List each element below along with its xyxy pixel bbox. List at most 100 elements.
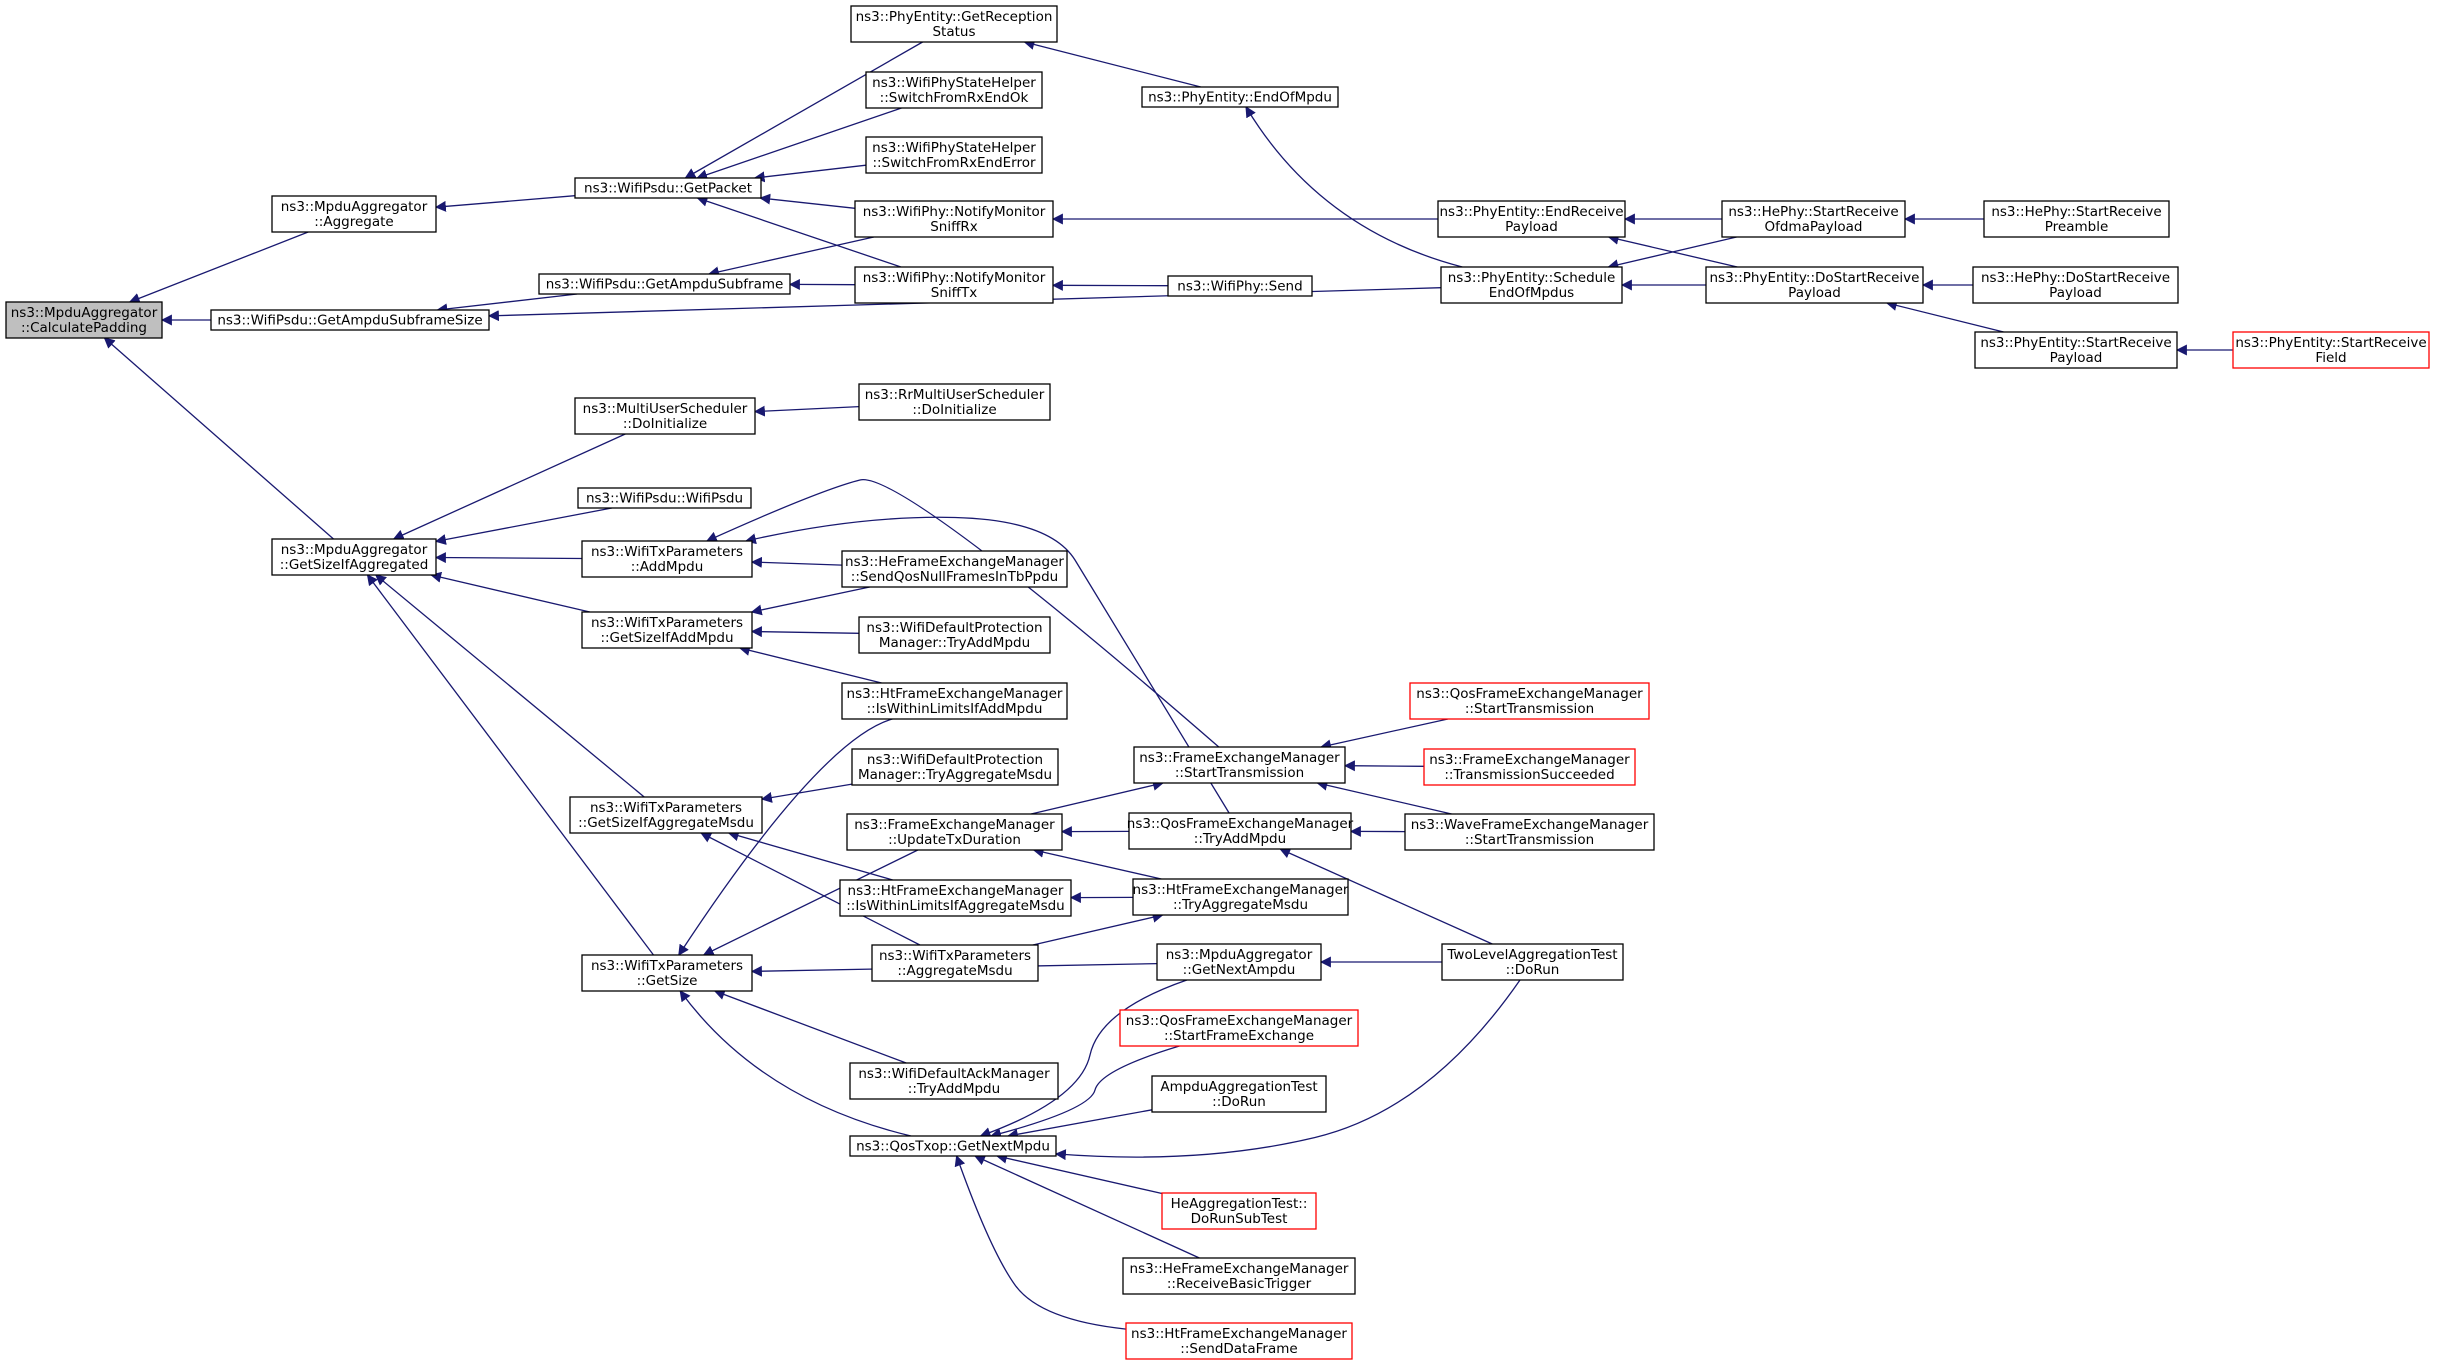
node-mu-do-init[interactable]: ns3::MultiUserScheduler::DoInitialize <box>574 397 756 435</box>
node-aggregate[interactable]: ns3::MpduAggregator::Aggregate <box>271 195 437 233</box>
node-wifi-send[interactable]: ns3::WifiPhy::Send <box>1167 275 1313 297</box>
node-box <box>854 200 1054 238</box>
node-qos-start-f-e[interactable]: ns3::QosFrameExchangeManager::StartFrame… <box>1119 1009 1359 1047</box>
node-box <box>839 879 1072 917</box>
node-label-line: Preamble <box>2045 219 2109 235</box>
node-tx-get-size[interactable]: ns3::WifiTxParameters::GetSize <box>581 954 753 992</box>
node-size-if-agg[interactable]: ns3::MpduAggregator::GetSizeIfAggregated <box>271 538 437 576</box>
node-qos-start-tx[interactable]: ns3::QosFrameExchangeManager::StartTrans… <box>1409 682 1650 720</box>
node-label-line: ::TryAddMpdu <box>908 1081 1000 1097</box>
node-tx-size-if-add-mpdu[interactable]: ns3::WifiTxParameters::GetSizeIfAddMpdu <box>581 611 753 649</box>
node-wdp-try-agg-msdu[interactable]: ns3::WifiDefaultProtectionManager::TryAg… <box>851 748 1059 786</box>
node-ht-within-mpdu[interactable]: ns3::HtFrameExchangeManager::IsWithinLim… <box>841 682 1068 720</box>
node-get-ampdu-sub[interactable]: ns3::WifiPsdu::GetAmpduSubframe <box>538 273 791 295</box>
node-tx-agg-msdu[interactable]: ns3::WifiTxParameters::AggregateMsdu <box>871 944 1039 982</box>
node-label-line: EndOfMpdus <box>1489 285 1574 301</box>
node-label-line: Status <box>932 24 975 40</box>
edge-femUpdateTx-to-femStartTx <box>1030 779 1164 815</box>
node-wave-start-tx[interactable]: ns3::WaveFrameExchangeManager::StartTran… <box>1404 813 1655 851</box>
edge-line <box>1054 979 1521 1161</box>
node-subframe-size[interactable]: ns3::WifiPsdu::GetAmpduSubframeSize <box>210 309 490 331</box>
node-ht-send-data[interactable]: ns3::HtFrameExchangeManager::SendDataFra… <box>1125 1322 1353 1360</box>
edge-line <box>1343 760 1425 772</box>
node-ht-within-msdu[interactable]: ns3::HtFrameExchangeManager::IsWithinLim… <box>839 879 1072 917</box>
node-label-line: ::AggregateMsdu <box>897 963 1012 979</box>
node-mpdu-next-ampdu[interactable]: ns3::MpduAggregator::GetNextAmpdu <box>1156 943 1322 981</box>
node-label-line: Payload <box>1788 285 1841 301</box>
edge-htWithinMsdu-to-txSizeIfAggMsdu <box>727 830 893 881</box>
node-label-line: ::GetNextAmpdu <box>1183 962 1296 978</box>
node-switch-err[interactable]: ns3::WifiPhyStateHelper::SwitchFromRxEnd… <box>865 136 1043 174</box>
edge-line <box>366 574 655 956</box>
node-box <box>1167 275 1313 297</box>
node-label-line: ::StartFrameExchange <box>1164 1028 1314 1044</box>
node-label-line: ns3::MpduAggregator <box>281 542 428 558</box>
node-psdu-ctor[interactable]: ns3::WifiPsdu::WifiPsdu <box>577 487 752 509</box>
edge-notifyTx-to-getPacket <box>696 195 902 268</box>
node-box <box>1705 266 1924 304</box>
edge-notifyRx-to-getPacket <box>759 193 856 209</box>
node-box <box>1128 812 1352 850</box>
edge-wdpTryAddMpdu-to-txSizeIfAddMpdu <box>750 626 860 638</box>
edge-line <box>679 990 912 1137</box>
node-rr-do-init[interactable]: ns3::RrMultiUserScheduler::DoInitialize <box>858 383 1051 421</box>
node-switch-ok[interactable]: ns3::WifiPhyStateHelper::SwitchFromRxEnd… <box>865 71 1043 109</box>
node-label-line: ns3::PhyEntity::EndOfMpdu <box>1148 90 1332 106</box>
node-get-packet[interactable]: ns3::WifiPsdu::GetPacket <box>574 177 762 199</box>
node-he-send-qos[interactable]: ns3::HeFrameExchangeManager::SendQosNull… <box>841 550 1068 588</box>
edge-line <box>128 231 309 304</box>
node-he-recv-trig[interactable]: ns3::HeFrameExchangeManager::ReceiveBasi… <box>1122 1257 1356 1295</box>
node-label-line: ::SendDataFrame <box>1180 1341 1297 1357</box>
node-end-of-mpdu[interactable]: ns3::PhyEntity::EndOfMpdu <box>1141 86 1339 108</box>
edge-getAmpduSub-to-subframeSize <box>436 293 578 315</box>
node-wdp-try-add-mpdu[interactable]: ns3::WifiDefaultProtectionManager::TryAd… <box>858 616 1051 654</box>
node-fem-update-tx[interactable]: ns3::FrameExchangeManager::UpdateTxDurat… <box>846 813 1063 851</box>
node-label-line: ns3::WifiPsdu::GetAmpduSubframe <box>546 277 784 293</box>
edges-layer <box>103 39 2233 1330</box>
edge-line <box>753 405 860 417</box>
node-label-line: TwoLevelAggregationTest <box>1446 947 1617 963</box>
edge-line <box>1279 848 1493 945</box>
node-label-line: ns3::HeFrameExchangeManager <box>845 554 1064 570</box>
edge-startRecvPayload-to-doStartRecv <box>1885 300 2004 333</box>
node-fem-start-tx[interactable]: ns3::FrameExchangeManager::StartTransmis… <box>1133 746 1346 784</box>
node-tx-add-mpdu[interactable]: ns3::WifiTxParameters::AddMpdu <box>581 540 753 578</box>
node-qos-try-add-mpdu[interactable]: ns3::QosFrameExchangeManager::TryAddMpdu <box>1127 812 1354 850</box>
node-wda-try-add-mpdu[interactable]: ns3::WifiDefaultAckManager::TryAddMpdu <box>849 1062 1059 1100</box>
node-box <box>858 616 1051 654</box>
node-box <box>865 136 1043 174</box>
edge-htWithinMpdu-to-txGetSize <box>678 718 893 956</box>
edge-line <box>1245 106 1463 268</box>
edge-sizeIfAgg-to-calcPad <box>103 337 334 540</box>
node-label-line: ::GetSizeIfAggregated <box>280 557 429 573</box>
node-calc-pad[interactable]: ns3::MpduAggregator::CalculatePadding <box>5 301 163 339</box>
edge-line <box>1030 779 1164 815</box>
edge-line <box>1032 846 1162 880</box>
node-label-line: DoRunSubTest <box>1191 1211 1288 1227</box>
node-box <box>1404 813 1655 851</box>
node-he-agg-test[interactable]: HeAggregationTest::DoRunSubTest <box>1161 1192 1317 1230</box>
node-label-line: ::StartTransmission <box>1465 701 1594 717</box>
node-label-line: ns3::QosFrameExchangeManager <box>1127 816 1354 832</box>
node-tx-size-if-agg-msdu[interactable]: ns3::WifiTxParameters::GetSizeIfAggregat… <box>569 796 763 834</box>
node-fem-tx-succ[interactable]: ns3::FrameExchangeManager::TransmissionS… <box>1423 748 1636 786</box>
node-two-level[interactable]: TwoLevelAggregationTest::DoRun <box>1441 943 1624 981</box>
node-qos-get-next[interactable]: ns3::QosTxop::GetNextMpdu <box>849 1135 1057 1157</box>
node-box <box>1125 1322 1353 1360</box>
node-ht-try-agg-msdu[interactable]: ns3::HtFrameExchangeManager::TryAggregat… <box>1132 878 1349 916</box>
node-ampdu-test[interactable]: AmpduAggregationTest::DoRun <box>1151 1075 1327 1113</box>
node-box <box>849 1135 1057 1157</box>
edge-txAddMpdu-to-sizeIfAgg <box>434 552 583 564</box>
